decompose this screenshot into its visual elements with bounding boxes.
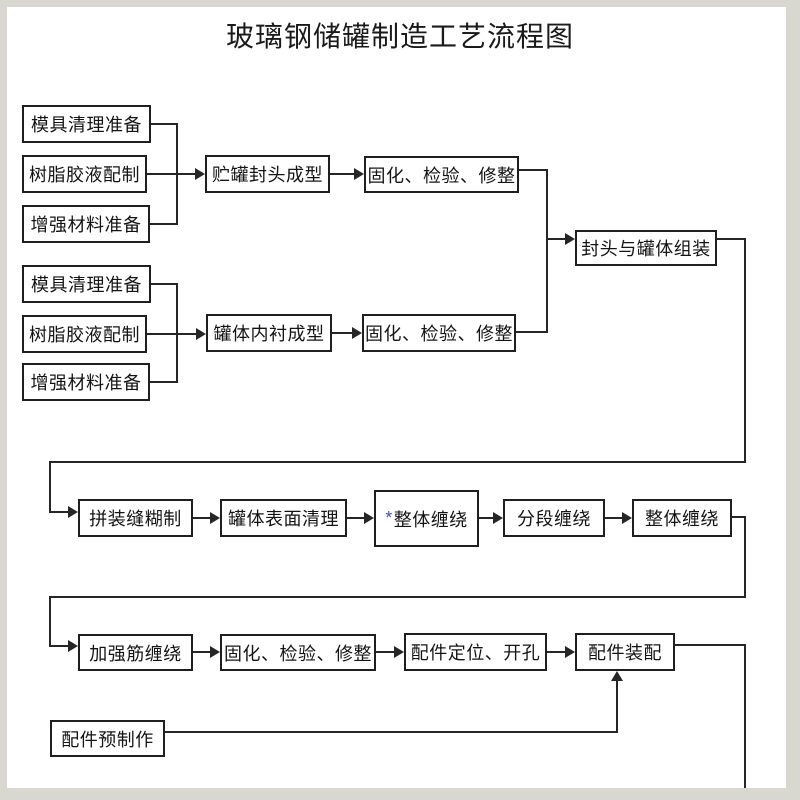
flow-arrow — [354, 168, 364, 180]
node-overall-winding-starred: *整体缠绕 — [374, 490, 479, 547]
flow-arrow — [493, 512, 503, 524]
connector-line — [376, 651, 394, 653]
connector-line — [519, 169, 548, 171]
flow-arrow — [394, 646, 404, 658]
connector-line — [479, 517, 493, 519]
node-seam-pasting: 拼装缝糊制 — [78, 499, 193, 537]
node-tank-head-forming: 贮罐封头成型 — [205, 155, 330, 193]
connector-line — [49, 461, 746, 463]
node-resin-mix-1: 树脂胶液配制 — [22, 155, 147, 193]
node-mold-clean-prep-2: 模具清理准备 — [22, 265, 151, 303]
connector-line — [49, 511, 68, 513]
flow-arrow — [210, 512, 220, 524]
flow-arrow — [622, 512, 632, 524]
connector-line — [49, 596, 51, 647]
flow-arrow — [565, 646, 575, 658]
connector-line — [616, 681, 618, 733]
node-fitting-prefabrication: 配件预制作 — [50, 720, 165, 757]
node-head-body-assembly: 封头与罐体组装 — [575, 230, 717, 266]
connector-line — [49, 461, 51, 513]
flow-arrow — [196, 328, 206, 340]
node-cure-inspect-trim-1: 固化、检验、修整 — [364, 156, 519, 193]
connector-line — [49, 596, 746, 598]
node-fitting-assembly: 配件装配 — [575, 633, 675, 671]
node-cure-inspect-trim-3: 固化、检验、修整 — [220, 634, 376, 671]
asterisk-marker: * — [385, 508, 393, 528]
connector-line — [744, 516, 746, 598]
node-surface-cleaning: 罐体表面清理 — [220, 499, 347, 537]
connector-line — [147, 173, 195, 175]
flow-arrow — [364, 512, 374, 524]
node-segment-winding: 分段缠绕 — [503, 499, 605, 537]
connector-line — [151, 283, 178, 285]
flow-arrow — [210, 646, 220, 658]
flow-arrow — [195, 168, 205, 180]
node-resin-mix-2: 树脂胶液配制 — [22, 315, 147, 353]
node-fitting-positioning-drilling: 配件定位、开孔 — [404, 633, 547, 671]
connector-line — [732, 516, 746, 518]
node-mold-clean-prep-1: 模具清理准备 — [22, 105, 151, 143]
node-tank-liner-forming: 罐体内衬成型 — [206, 314, 332, 352]
connector-line — [547, 651, 565, 653]
connector-line — [193, 517, 210, 519]
node-overall-winding: 整体缠绕 — [632, 499, 732, 537]
flow-arrow — [68, 640, 78, 652]
connector-line — [717, 238, 746, 240]
node-cure-inspect-trim-2: 固化、检验、修整 — [362, 314, 516, 352]
connector-line — [147, 333, 196, 335]
flow-arrow — [611, 671, 623, 681]
flow-arrow — [565, 233, 575, 245]
node-reinforcement-prep-2: 增强材料准备 — [22, 363, 150, 401]
connector-line — [49, 645, 68, 647]
connector-line — [744, 644, 746, 788]
connector-line — [605, 517, 622, 519]
connector-line — [347, 517, 364, 519]
connector-line — [516, 331, 546, 333]
connector-line — [332, 332, 352, 334]
node-reinforcement-prep-1: 增强材料准备 — [22, 205, 150, 243]
connector-line — [546, 169, 548, 333]
connector-line — [150, 223, 178, 225]
connector-line — [330, 173, 354, 175]
flow-arrow — [68, 506, 78, 518]
flow-arrow — [352, 327, 362, 339]
connector-line — [744, 238, 746, 463]
connector-line — [151, 123, 178, 125]
page-title: 玻璃钢储罐制造工艺流程图 — [225, 21, 574, 52]
connector-line — [548, 238, 565, 240]
connector-line — [193, 651, 210, 653]
connector-line — [165, 731, 618, 733]
connector-line — [675, 644, 746, 646]
node-rib-winding: 加强筋缠绕 — [78, 634, 193, 671]
connector-line — [150, 381, 178, 383]
